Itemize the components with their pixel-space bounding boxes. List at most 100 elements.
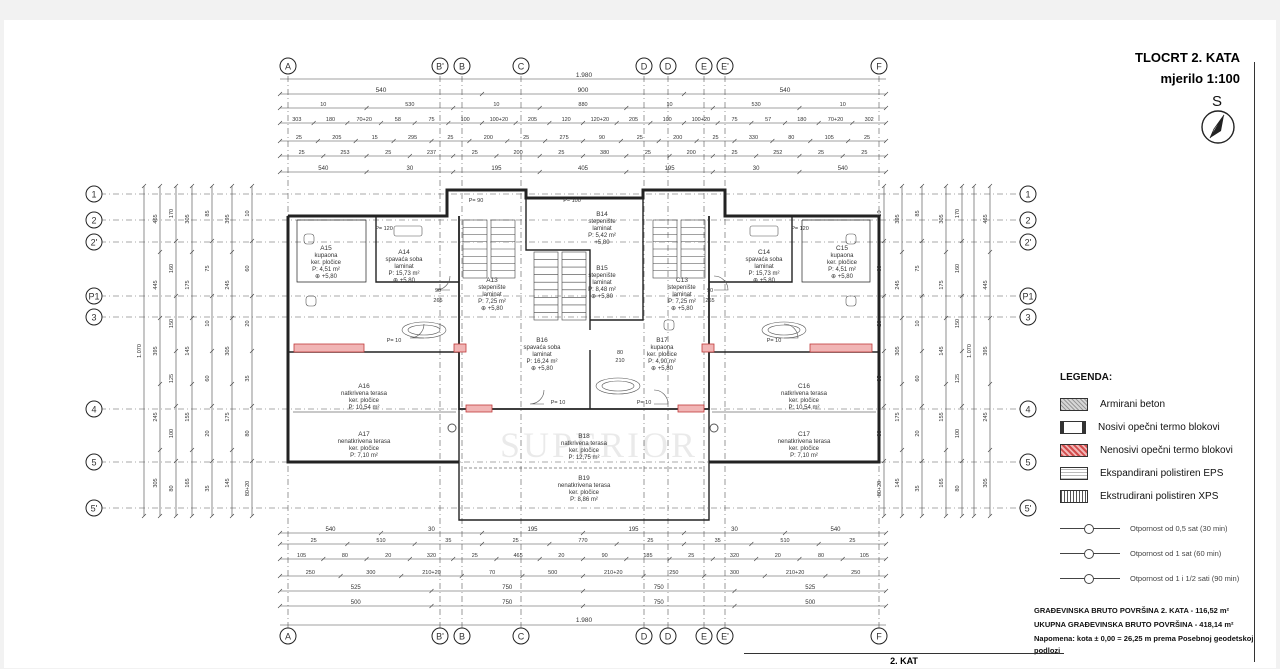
dim-value: 770	[578, 538, 587, 544]
dim-value: 75	[205, 265, 211, 271]
opening-label: P= 120	[791, 226, 809, 232]
bathroom-wall	[801, 219, 871, 283]
dim-tick	[681, 91, 687, 97]
room-finish: ker. pločice	[349, 446, 380, 452]
dim-tick	[209, 458, 215, 464]
room-area: P: 7,25 m²	[668, 299, 696, 305]
dim-value: 200	[513, 150, 522, 156]
dim-tick	[883, 138, 889, 144]
opening-label: P= 100	[563, 198, 581, 204]
nonbearing-swatch-icon	[1060, 444, 1088, 457]
axis-bubble	[431, 57, 449, 75]
opening-label: P= 90	[469, 198, 484, 204]
dim-value: 205	[629, 117, 638, 123]
dim-tick	[667, 153, 672, 159]
axis-label: 3	[1025, 313, 1030, 323]
dim-value: 253	[340, 150, 349, 156]
dim-tick	[710, 153, 716, 159]
room-level: ⊕ +5,80	[651, 366, 674, 372]
dim-tick	[883, 573, 889, 579]
dim-tick	[157, 249, 163, 255]
dim-value: 195	[491, 166, 502, 172]
dim-value: 750	[502, 585, 513, 591]
axis-bubble	[635, 57, 653, 75]
opening-label: 80	[617, 350, 623, 356]
dim-tick	[753, 556, 759, 562]
dim-value: 300	[366, 570, 375, 576]
room-name: stepenište	[588, 273, 616, 279]
dim-tick	[277, 91, 283, 97]
dim-tick	[173, 513, 179, 519]
dim-tick	[157, 513, 163, 519]
dim-value: 395	[895, 214, 901, 223]
dim-tick	[479, 541, 485, 547]
grid-lines	[100, 76, 1030, 630]
basin-icon	[393, 225, 423, 237]
dim-tick	[919, 183, 925, 189]
dim-value: 80	[342, 553, 348, 559]
dim-tick	[987, 447, 993, 453]
dim-tick	[353, 138, 358, 144]
dim-tick	[229, 315, 235, 321]
opening-label: 265	[705, 298, 714, 304]
room-name: spavaća soba	[745, 257, 783, 263]
dim-tick	[189, 249, 195, 255]
gross-total-area: UKUPNA GRAĐEVINSKA BRUTO POVRŠINA - 418,…	[1034, 620, 1234, 629]
dim-tick	[624, 169, 629, 175]
dim-tick	[797, 153, 802, 159]
dim-value: 180	[797, 117, 806, 123]
axis-bubble	[695, 627, 713, 645]
dim-value: 175	[225, 412, 231, 421]
dim-value: 105	[860, 553, 869, 559]
dim-tick	[315, 138, 321, 144]
room-name: kupaona	[650, 345, 674, 351]
dim-tick	[624, 153, 629, 159]
axis-label: 2	[1025, 216, 1030, 226]
dim-value: 160	[169, 264, 175, 273]
door-swing	[409, 323, 425, 339]
dim-value: 540	[780, 87, 791, 94]
dim-tick	[681, 530, 687, 536]
dim-tick	[249, 458, 255, 464]
dim-value: 245	[983, 412, 989, 421]
axis-label: E'	[721, 62, 729, 72]
dim-tick	[277, 138, 283, 144]
dim-value: 10	[840, 102, 846, 108]
axis-label: D	[665, 632, 672, 642]
dim-tick	[277, 588, 283, 594]
dim-tick	[943, 513, 949, 519]
dim-value: 80	[877, 430, 883, 436]
dim-value: 85	[205, 210, 211, 216]
concrete-swatch-icon	[1060, 398, 1088, 411]
axis-label: P1	[88, 292, 99, 302]
dim-tick	[345, 120, 350, 126]
dim-tick	[881, 183, 887, 189]
bathtub-icon	[767, 324, 801, 336]
dim-tick	[391, 138, 396, 144]
dim-value: 20	[245, 320, 251, 326]
bathtub-icon	[761, 321, 807, 339]
dim-value: 25	[513, 538, 519, 544]
room-area: P: 15,73 m²	[748, 271, 779, 277]
dim-tick	[823, 573, 828, 579]
opening-label: 265	[433, 298, 442, 304]
exterior-wall	[286, 216, 459, 464]
opening-label: 210	[615, 358, 624, 364]
room-level: ⊕ +5,80	[531, 366, 554, 372]
dim-tick	[277, 120, 283, 126]
axis-label: 4	[1025, 405, 1030, 415]
axis-label: B	[459, 632, 465, 642]
dim-tick	[816, 541, 821, 547]
axis-label: P1	[1022, 292, 1033, 302]
opening-label: P= 10	[637, 400, 652, 406]
dim-tick	[840, 556, 845, 562]
dim-tick	[547, 120, 552, 126]
dim-tick	[624, 556, 629, 562]
axis-bubble	[1019, 211, 1037, 229]
plan-title: TLOCRT 2. KATA	[1135, 50, 1240, 65]
room-area: P: 4,51 m²	[312, 267, 340, 273]
dim-value: 105	[297, 553, 306, 559]
